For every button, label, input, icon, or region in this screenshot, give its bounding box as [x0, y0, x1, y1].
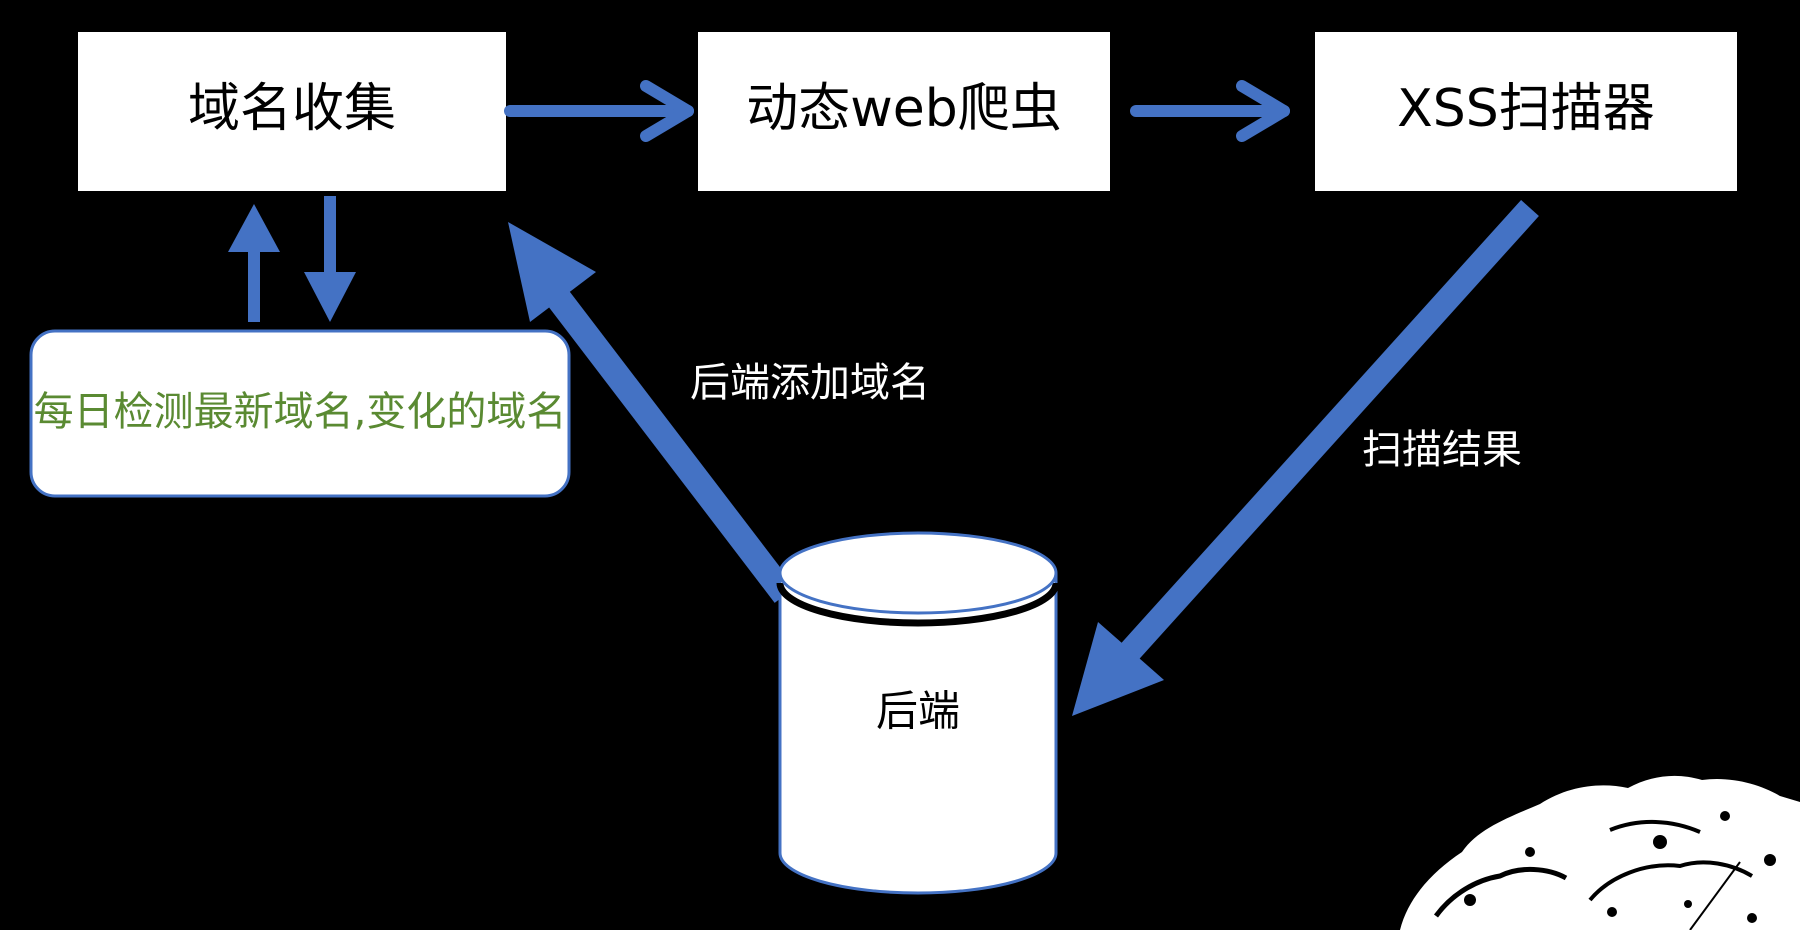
edge-label-scan-result: 扫描结果 [1362, 427, 1522, 473]
arrow-scanner-to-backend [1072, 199, 1539, 716]
node-domain-collection: 域名收集 [78, 32, 506, 191]
edge-label-backend-add-domain: 后端添加域名 [690, 360, 930, 406]
node-xss-scanner-label: XSS扫描器 [1397, 79, 1655, 139]
node-dynamic-crawler-label: 动态web爬虫 [746, 79, 1062, 139]
arrow-backend-to-domain [508, 222, 796, 603]
node-xss-scanner: XSS扫描器 [1315, 32, 1737, 191]
node-dynamic-crawler: 动态web爬虫 [698, 32, 1110, 191]
node-daily-check: 每日检测最新域名,变化的域名 [29, 329, 571, 498]
arrow-check-to-domain [228, 204, 280, 322]
node-daily-check-label: 每日检测最新域名,变化的域名 [34, 389, 567, 435]
arrow-domain-to-crawler [504, 80, 694, 142]
node-backend-database: 后端 [776, 531, 1060, 895]
decorative-splash [1400, 775, 1800, 930]
arrow-crawler-to-scanner [1130, 80, 1290, 142]
arrow-domain-to-check [304, 196, 356, 322]
node-domain-collection-label: 域名收集 [188, 79, 396, 139]
node-backend-label: 后端 [876, 687, 960, 736]
